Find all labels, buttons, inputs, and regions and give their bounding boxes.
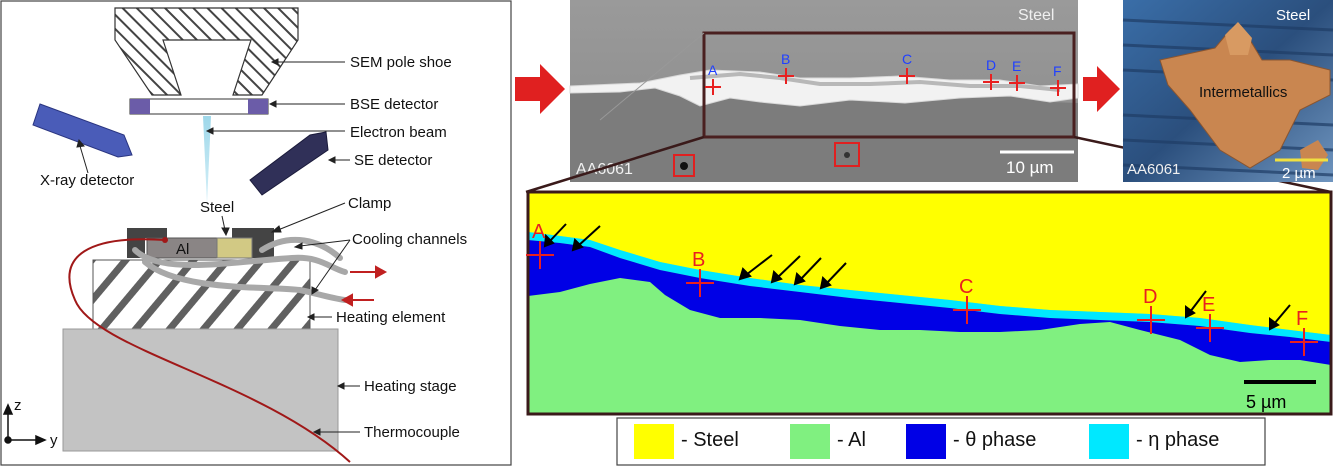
legend-swatch — [634, 424, 674, 459]
sem-marker-f: F — [1050, 63, 1066, 96]
afm-center-label: Intermetallics — [1199, 84, 1287, 101]
label-bse-detector: BSE detector — [350, 96, 438, 113]
phase-marker-label: C — [959, 276, 973, 298]
heating-element — [92, 259, 311, 330]
zoom-frame — [702, 31, 1076, 139]
legend-label: - Al — [837, 429, 866, 451]
phase-marker-label: E — [1202, 294, 1215, 316]
sem-top-label: Steel — [1018, 7, 1054, 24]
sem-marker-b: B — [778, 51, 794, 84]
specimen-assembly — [127, 228, 274, 259]
sem-marker-a: A — [705, 62, 721, 95]
sem-marker-label: B — [781, 51, 790, 67]
afm-scalebar-label: 2 µm — [1282, 165, 1316, 182]
axis-y-label: y — [50, 432, 58, 449]
sem-marker-label: A — [708, 62, 718, 78]
label-sem-pole-shoe: SEM pole shoe — [350, 54, 452, 71]
sem-pole-shoe — [114, 7, 299, 96]
label-clamp: Clamp — [348, 195, 391, 212]
zoom-line-left — [525, 135, 705, 194]
sem-marker-label: D — [986, 57, 996, 73]
legend-swatch — [790, 424, 830, 459]
phase-marker-label: D — [1143, 286, 1157, 308]
phase-marker-label: F — [1296, 308, 1308, 330]
label-electron-beam: Electron beam — [350, 124, 447, 141]
phase-marker-b: B — [686, 249, 714, 297]
legend-item: - Al — [790, 424, 866, 459]
thermocouple-tip — [162, 237, 168, 243]
sem-marker-label: F — [1053, 63, 1062, 79]
label-heating-stage: Heating stage — [364, 378, 457, 395]
legend-swatch — [906, 424, 946, 459]
phase-marker-label: B — [692, 249, 705, 271]
legend-item: - θ phase — [906, 424, 1036, 459]
sem-indent-box-1 — [673, 154, 695, 177]
arrow-to-sem — [515, 64, 565, 114]
legend-label: - η phase — [1136, 429, 1219, 451]
legend: - Steel - Al - θ phase - η phase — [616, 417, 1266, 466]
sem-marker-c: C — [899, 51, 915, 84]
steel-sample — [216, 237, 253, 259]
afm-top-label: Steel — [1276, 7, 1310, 24]
phase-scalebar-label: 5 µm — [1246, 392, 1286, 412]
sem-marker-label: E — [1012, 58, 1021, 74]
legend-label: - θ phase — [953, 429, 1036, 451]
label-thermocouple: Thermocouple — [364, 424, 460, 441]
afm-bottom-label: AA6061 — [1127, 161, 1180, 178]
arrow-to-afm — [1083, 66, 1120, 112]
heating-stage — [62, 328, 339, 452]
sem-indent-box-2 — [834, 142, 860, 167]
phase-markers: A B C D E F — [526, 221, 1318, 356]
phase-marker-a: A — [526, 221, 554, 269]
thermocouple-wire — [68, 238, 351, 463]
xray-detector — [32, 103, 133, 158]
label-al: Al — [176, 241, 189, 258]
label-se-detector: SE detector — [354, 152, 432, 169]
sem-marker-e: E — [1009, 58, 1025, 91]
label-cooling-channels: Cooling channels — [352, 231, 467, 248]
label-steel: Steel — [200, 199, 234, 216]
axis-z-label: z — [14, 397, 22, 414]
phase-marker-c: C — [953, 276, 981, 324]
phase-arrows — [543, 223, 1291, 331]
se-detector — [249, 131, 329, 196]
flow-arrows — [515, 64, 1120, 114]
label-xray-detector: X-ray detector — [40, 172, 134, 189]
phase-marker-d: D — [1137, 286, 1165, 334]
cooling-channels — [132, 236, 348, 303]
phase-marker-f: F — [1290, 308, 1318, 356]
axis-indicator: z y — [2, 397, 58, 449]
sem-marker-d: D — [983, 57, 999, 90]
legend-item: - η phase — [1089, 424, 1219, 459]
schematic-panel: SEM pole shoe BSE detector Electron beam… — [0, 0, 512, 466]
bse-detector — [129, 98, 269, 115]
phase-marker-e: E — [1196, 294, 1224, 342]
legend-label: - Steel — [681, 429, 739, 451]
cooling-flow-arrows — [340, 265, 388, 307]
leader-lines — [76, 58, 360, 436]
legend-item: - Steel — [634, 424, 739, 459]
afm-image: 2 µm Steel Intermetallics AA6061 — [1122, 0, 1333, 182]
phase-map: 5 µm A B C D E F — [526, 190, 1333, 416]
phase-map-frame — [526, 190, 1333, 416]
zoom-line-top — [599, 32, 705, 121]
electron-beam — [203, 116, 211, 204]
phase-marker-label: A — [532, 221, 546, 243]
sem-marker-label: C — [902, 51, 912, 67]
label-heating-element: Heating element — [336, 309, 446, 326]
sem-bottom-label: AA6061 — [576, 161, 633, 178]
legend-swatch — [1089, 424, 1129, 459]
sem-scalebar-label: 10 µm — [1006, 158, 1054, 177]
